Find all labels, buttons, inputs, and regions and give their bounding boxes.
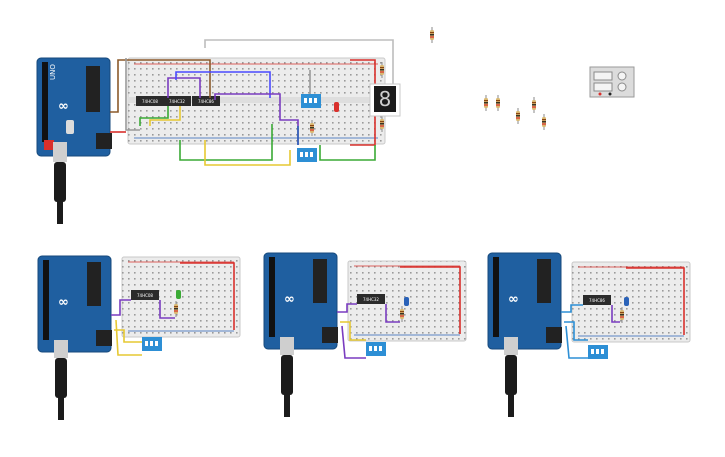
usb-cable-icon <box>53 142 67 224</box>
seven-segment-icon[interactable]: 8 <box>369 83 401 117</box>
resistor-icon[interactable] <box>531 96 537 114</box>
arduino-logo: ∞ <box>58 99 69 114</box>
dip-switch-icon[interactable] <box>142 337 162 351</box>
wires-circuit-3[interactable] <box>337 266 461 359</box>
logic-chip-circuit-3[interactable]: 74HC32 <box>357 294 385 304</box>
svg-text:74HC86: 74HC86 <box>589 298 605 303</box>
resistor-icon[interactable] <box>515 107 521 125</box>
svg-text:∞: ∞ <box>284 292 295 307</box>
uno-label: UNO <box>49 64 57 80</box>
svg-text:74HC86: 74HC86 <box>198 99 214 104</box>
circuit-3[interactable]: ∞ 74HC32 <box>263 252 467 417</box>
reset-led <box>44 140 54 150</box>
dip-switch-icon[interactable] <box>297 148 317 162</box>
svg-text:∞: ∞ <box>508 292 519 307</box>
logic-chip-1[interactable]: 74HC08 <box>136 96 164 106</box>
wires-circuit-2[interactable] <box>111 262 235 356</box>
main-circuit[interactable]: ∞ UNO 74HC08 74HC32 <box>36 39 401 224</box>
atmega-chip <box>86 66 100 112</box>
power-jack <box>96 133 112 149</box>
led-icon[interactable] <box>404 297 409 306</box>
dip-switch-icon[interactable] <box>366 342 386 356</box>
led-icon[interactable] <box>624 297 629 306</box>
svg-text:74HC08: 74HC08 <box>137 293 153 298</box>
svg-text:8: 8 <box>379 87 392 111</box>
resistor-icon[interactable] <box>483 94 489 112</box>
power-supply-icon[interactable] <box>589 66 635 98</box>
resistor-icon[interactable] <box>541 113 547 131</box>
svg-text:74HC32: 74HC32 <box>363 297 379 302</box>
arduino-board-main[interactable]: ∞ UNO <box>36 57 112 157</box>
logic-chip-circuit-4[interactable]: 74HC86 <box>583 295 611 305</box>
logic-chip-2[interactable]: 74HC32 <box>163 96 191 106</box>
dip-switch-icon[interactable] <box>301 94 321 108</box>
logic-chip-3[interactable]: 74HC86 <box>192 96 220 106</box>
header-pins-left <box>42 62 48 142</box>
logic-chip-circuit-2[interactable]: 74HC08 <box>131 290 159 300</box>
svg-text:74HC32: 74HC32 <box>169 99 185 104</box>
circuit-4[interactable]: ∞ 74HC86 <box>487 252 691 417</box>
resistor-icon[interactable] <box>429 26 435 44</box>
led-icon[interactable] <box>176 290 181 299</box>
dip-switch-icon[interactable] <box>588 345 608 359</box>
circuit-2[interactable]: ∞ 74HC08 <box>37 255 241 420</box>
svg-text:∞: ∞ <box>58 295 69 310</box>
wires-main[interactable] <box>110 39 394 166</box>
wires-circuit-4[interactable] <box>561 267 685 359</box>
svg-text:74HC08: 74HC08 <box>142 99 158 104</box>
loose-components[interactable] <box>429 26 547 131</box>
reset-button[interactable] <box>66 120 74 134</box>
led-icon[interactable] <box>334 102 339 112</box>
resistor-icon[interactable] <box>495 94 501 112</box>
